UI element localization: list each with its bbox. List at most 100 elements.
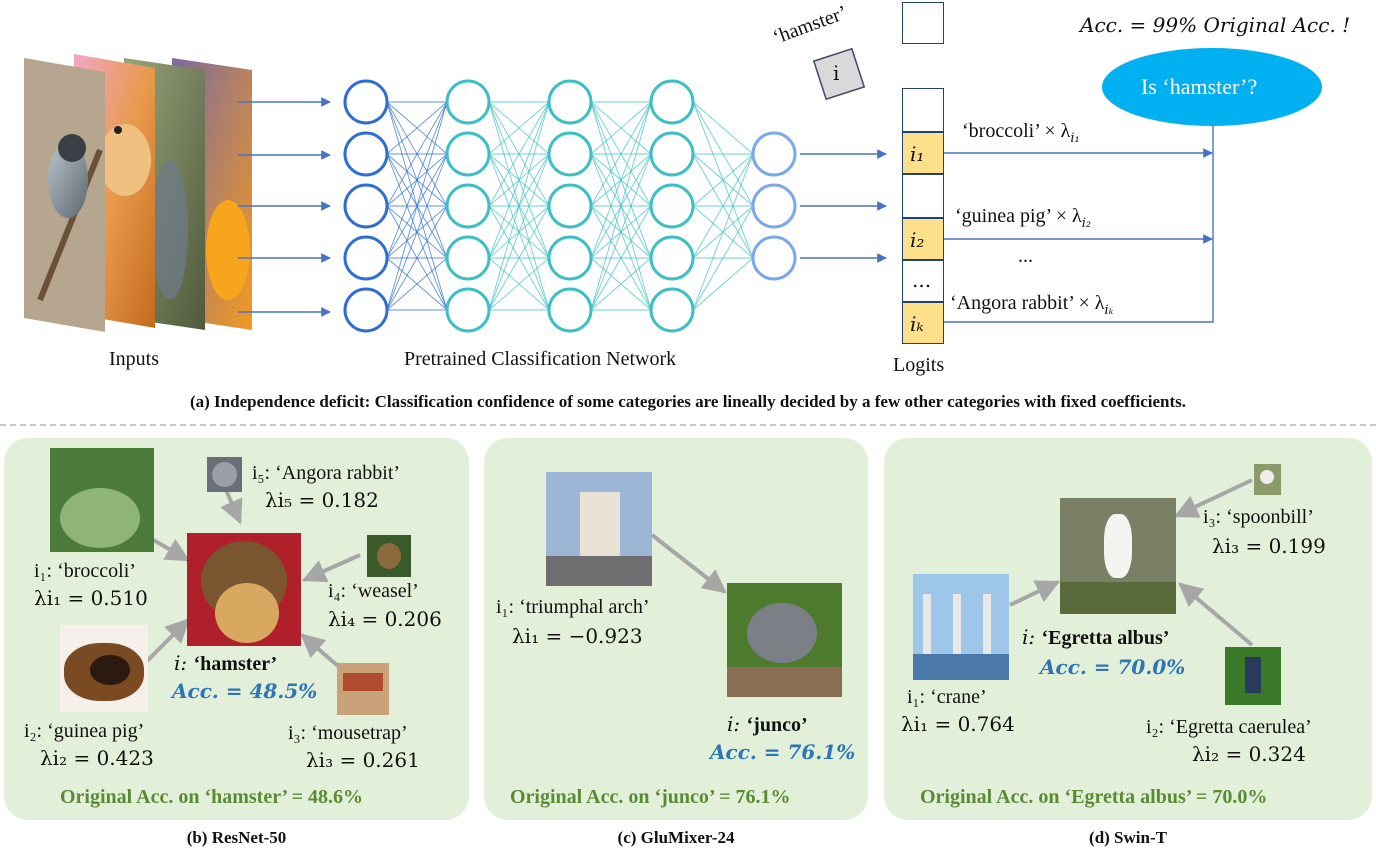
- d-target-acc: Acc. = 70.0%: [1040, 655, 1186, 679]
- row-text-broccoli-sub: i₁: [1070, 131, 1080, 146]
- c-target-prefix: i:: [727, 712, 747, 736]
- input-image-junco: [24, 58, 105, 332]
- network-edge: [488, 257, 550, 311]
- d-i3-lambda: λi₃ = 0.199: [1212, 534, 1326, 558]
- network-edge: [488, 101, 550, 259]
- image-spoonbill: [1254, 464, 1281, 495]
- output-arrows: [800, 149, 887, 263]
- caption-d: (d) Swin-T: [1089, 828, 1167, 847]
- network-neuron: [343, 287, 389, 333]
- row-text-guinea-pig-sub: i₂: [1081, 216, 1092, 231]
- network-label: Pretrained Classification Network: [404, 348, 677, 370]
- logit-arrows: [944, 115, 1218, 323]
- accuracy-note: Acc. = 99% Original Acc. !: [1080, 13, 1351, 37]
- network-neuron: [343, 79, 389, 125]
- network-edge: [386, 101, 448, 155]
- row-text-angora-sub: iₖ: [1104, 303, 1114, 318]
- query-card: [812, 47, 866, 101]
- logit-label-dots: ...: [912, 268, 932, 292]
- network-edge: [386, 205, 448, 311]
- logit-cell-ik: [902, 302, 944, 344]
- network-neuron: [547, 79, 593, 125]
- caption-b: (b) ResNet-50: [186, 828, 287, 847]
- network-edge: [386, 101, 448, 207]
- network-edge: [692, 153, 754, 311]
- c-target-name: ‘junco’: [746, 714, 808, 736]
- network-edges: [386, 101, 754, 311]
- logit-label-i2: i₂: [910, 228, 925, 252]
- network-edge: [386, 101, 448, 259]
- image-junco: [727, 583, 842, 697]
- network-edge: [590, 257, 652, 311]
- separator: [0, 424, 1376, 426]
- d-target-label: i: ‘Egretta albus’: [1022, 626, 1169, 650]
- b-target-prefix: i:: [174, 651, 194, 675]
- network-neuron: [343, 235, 389, 281]
- image-triumphal-arch: [546, 472, 652, 586]
- network-edge: [590, 101, 652, 311]
- c-original-acc: Original Acc. on ‘junco’ = 76.1%: [510, 786, 791, 808]
- bubble-text: Is ‘hamster’?: [1141, 74, 1258, 99]
- b-i2-label: i₂: ‘guinea pig’: [24, 720, 145, 742]
- network-edge: [488, 153, 550, 311]
- network-edge: [692, 101, 754, 155]
- image-angora-rabbit: [207, 457, 242, 492]
- network-edge: [692, 257, 754, 311]
- network-neuron: [547, 235, 593, 281]
- network-neuron: [343, 131, 389, 177]
- logit-cell-i2: [902, 218, 944, 260]
- network-edge: [488, 101, 550, 155]
- network-edge: [590, 101, 652, 207]
- image-egretta-albus: [1060, 498, 1176, 614]
- b-i1-lambda: λi₁ = 0.510: [34, 586, 148, 610]
- d-original-acc: Original Acc. on ‘Egretta albus’ = 70.0%: [920, 786, 1268, 808]
- network-neuron: [343, 183, 389, 229]
- network-edge: [692, 153, 754, 207]
- network-neuron: [547, 131, 593, 177]
- logit-label-i1: i₁: [910, 142, 925, 166]
- logit-cell: [902, 88, 944, 132]
- network-neuron: [751, 235, 797, 281]
- network-edge: [590, 153, 652, 311]
- b-target-acc: Acc. = 48.5%: [172, 679, 318, 703]
- d-i3-label: i₃: ‘spoonbill’: [1203, 506, 1314, 528]
- d-i1-label: i₁: ‘crane’: [907, 686, 987, 708]
- b-i3-label: i₃: ‘mousetrap’: [288, 722, 408, 744]
- network-neuron: [649, 287, 695, 333]
- network-neuron: [649, 183, 695, 229]
- d-target-name: ‘Egretta albus’: [1041, 627, 1170, 649]
- image-crane: [913, 574, 1009, 680]
- network-neuron: [445, 235, 491, 281]
- b-i5-label: i₅: ‘Angora rabbit’: [252, 462, 401, 484]
- image-mousetrap: [337, 663, 389, 715]
- network-neuron: [445, 131, 491, 177]
- panel-c-arrows: [650, 533, 727, 594]
- row-text-angora: ‘Angora rabbit’ × λiₖ: [950, 292, 1113, 319]
- network-edge: [488, 101, 550, 207]
- input-arrows: [238, 97, 331, 317]
- network-neuron: [751, 131, 797, 177]
- b-i3-lambda: λi₃ = 0.261: [306, 748, 420, 772]
- network-neuron: [445, 183, 491, 229]
- network-edge: [386, 257, 448, 311]
- row-text-broccoli: ‘broccoli’ × λi₁: [962, 120, 1080, 147]
- b-i4-label: i₄: ‘weasel’: [328, 580, 419, 602]
- image-broccoli: [50, 448, 154, 552]
- network-neuron: [445, 287, 491, 333]
- logit-label-ik: iₖ: [910, 312, 924, 336]
- d-i1-lambda: λi₁ = 0.764: [901, 712, 1015, 736]
- b-i2-lambda: λi₂ = 0.423: [40, 746, 154, 770]
- network-edge: [692, 205, 754, 311]
- network-edge: [488, 205, 550, 311]
- panel-d-arrows: [1009, 478, 1254, 647]
- d-target-prefix: i:: [1022, 625, 1042, 649]
- network-neuron: [547, 287, 593, 333]
- row-text-angora-main: ‘Angora rabbit’ × λ: [950, 292, 1105, 314]
- network-edge: [590, 205, 652, 311]
- row-text-guinea-pig-main: ‘guinea pig’ × λ: [955, 205, 1082, 227]
- logit-cell-top: [902, 2, 944, 44]
- query-bubble: [1102, 48, 1322, 126]
- network-neuron: [751, 183, 797, 229]
- network-diagram: [24, 47, 1322, 333]
- b-original-acc: Original Acc. on ‘hamster’ = 48.6%: [60, 786, 364, 808]
